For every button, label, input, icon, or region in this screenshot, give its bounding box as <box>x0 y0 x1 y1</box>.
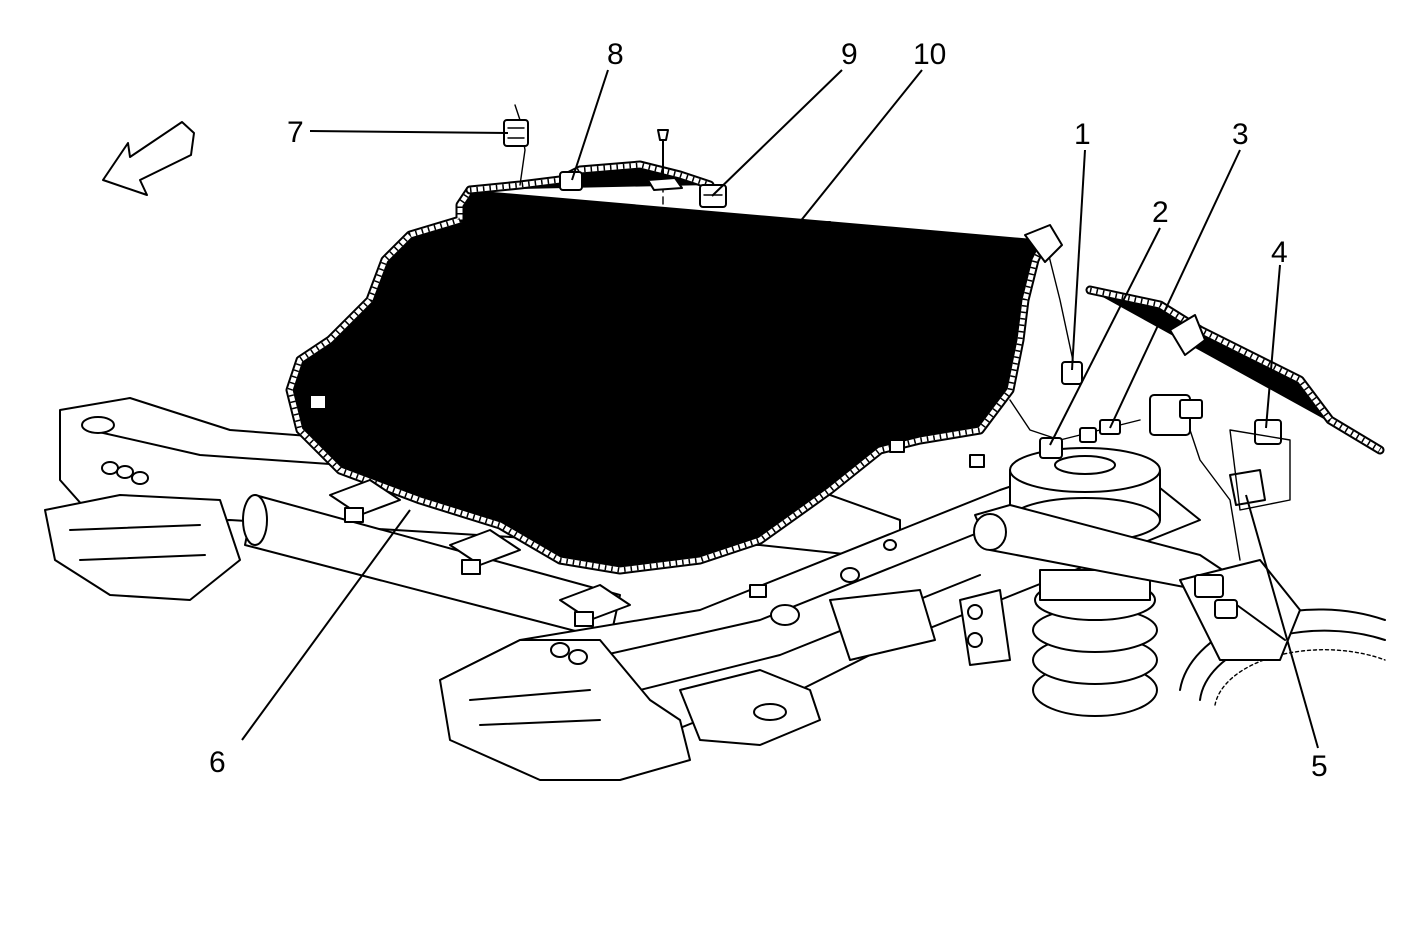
wiring-harness <box>290 190 1045 570</box>
callout-7: 7 <box>287 116 304 149</box>
coil-spring <box>1032 569 1158 717</box>
callout-6: 6 <box>209 746 226 779</box>
harness-clips <box>309 394 985 627</box>
callout-1: 1 <box>1074 118 1091 151</box>
upper-control-arm <box>973 504 1231 591</box>
callout-10: 10 <box>913 38 946 71</box>
callout-3: 3 <box>1232 118 1249 151</box>
leader-lines <box>241 69 1319 749</box>
callout-9: 9 <box>841 38 858 71</box>
near-bumper-bracket <box>439 639 821 781</box>
callout-2: 2 <box>1152 196 1169 229</box>
callout-4: 4 <box>1271 236 1288 269</box>
connector-5 <box>1229 429 1291 511</box>
connector-2 <box>1039 427 1097 459</box>
forward-direction-arrow-icon <box>102 121 195 196</box>
callout-labels: 1 2 3 4 5 6 7 8 9 10 <box>209 38 1328 783</box>
callout-5: 5 <box>1311 750 1328 783</box>
callout-8: 8 <box>607 38 624 71</box>
wheel-speed-sensor <box>1194 574 1238 619</box>
connector-4 <box>1254 419 1282 445</box>
fender-harness-grommet <box>1024 224 1206 356</box>
lower-bracket <box>959 589 1011 666</box>
connector-8 <box>559 171 583 191</box>
harness-retainer-bolt <box>647 129 683 251</box>
